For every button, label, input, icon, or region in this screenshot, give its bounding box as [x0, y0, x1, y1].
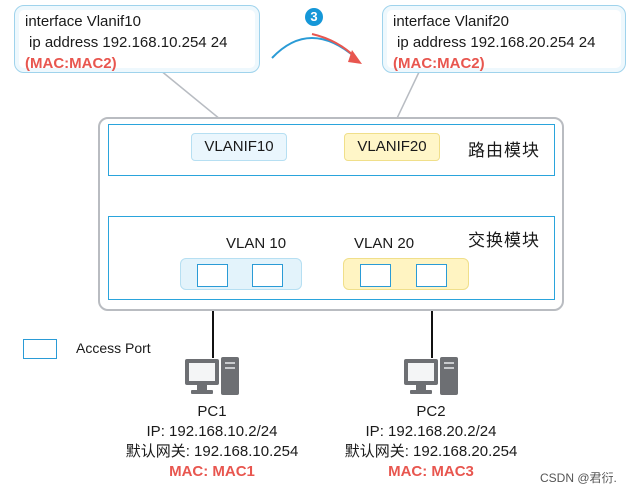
pc1-computer-icon[interactable]	[183, 356, 243, 398]
pc2-gateway: 默认网关: 192.168.20.254	[344, 443, 518, 460]
callout-mac: (MAC:MAC2)	[393, 55, 485, 72]
pc2-mac: MAC: MAC3	[388, 463, 474, 480]
step3-arrowhead	[348, 50, 362, 64]
access-port-legend-icon	[23, 339, 57, 359]
watermark: CSDN @君衍.	[540, 471, 617, 485]
routing-module	[108, 124, 555, 176]
vlanif10-interface[interactable]: VLANIF10	[191, 133, 287, 161]
pc1-info: PC1 IP: 192.168.10.2/24 默认网关: 192.168.10…	[112, 402, 312, 482]
switching-module-label: 交换模块	[468, 231, 540, 250]
pc1-ip: IP: 192.168.10.2/24	[146, 423, 278, 440]
vlan20-access-port-2[interactable]	[416, 264, 447, 287]
pc2-info: PC2 IP: 192.168.20.2/24 默认网关: 192.168.20…	[331, 402, 531, 482]
legend-label: Access Port	[76, 340, 151, 356]
pc1-mac: MAC: MAC1	[169, 463, 255, 480]
pc2-name: PC2	[416, 403, 446, 420]
routing-module-label: 路由模块	[468, 141, 540, 160]
pc2-computer-icon[interactable]	[402, 356, 462, 398]
vlan20-label: VLAN 20	[354, 235, 415, 252]
callout-line: interface Vlanif20	[393, 13, 509, 30]
vlan10-label: VLAN 10	[226, 235, 287, 252]
pc2-ip: IP: 192.168.20.2/24	[365, 423, 497, 440]
pc1-name: PC1	[197, 403, 227, 420]
step3-badge: 3	[305, 8, 323, 26]
vlanif10-config-callout: interface Vlanif10 ip address 192.168.10…	[14, 5, 260, 73]
callout-line: ip address 192.168.10.254 24	[29, 34, 228, 51]
vlanif20-config-callout: interface Vlanif20 ip address 192.168.20…	[382, 5, 626, 73]
callout-line: ip address 192.168.20.254 24	[397, 34, 596, 51]
vlan20-access-port-1[interactable]	[360, 264, 391, 287]
callout-line: interface Vlanif10	[25, 13, 141, 30]
pc1-gateway: 默认网关: 192.168.10.254	[125, 443, 299, 460]
vlan10-access-port-2[interactable]	[252, 264, 283, 287]
vlan10-access-port-1[interactable]	[197, 264, 228, 287]
vlanif20-interface[interactable]: VLANIF20	[344, 133, 440, 161]
callout-mac: (MAC:MAC2)	[25, 55, 117, 72]
